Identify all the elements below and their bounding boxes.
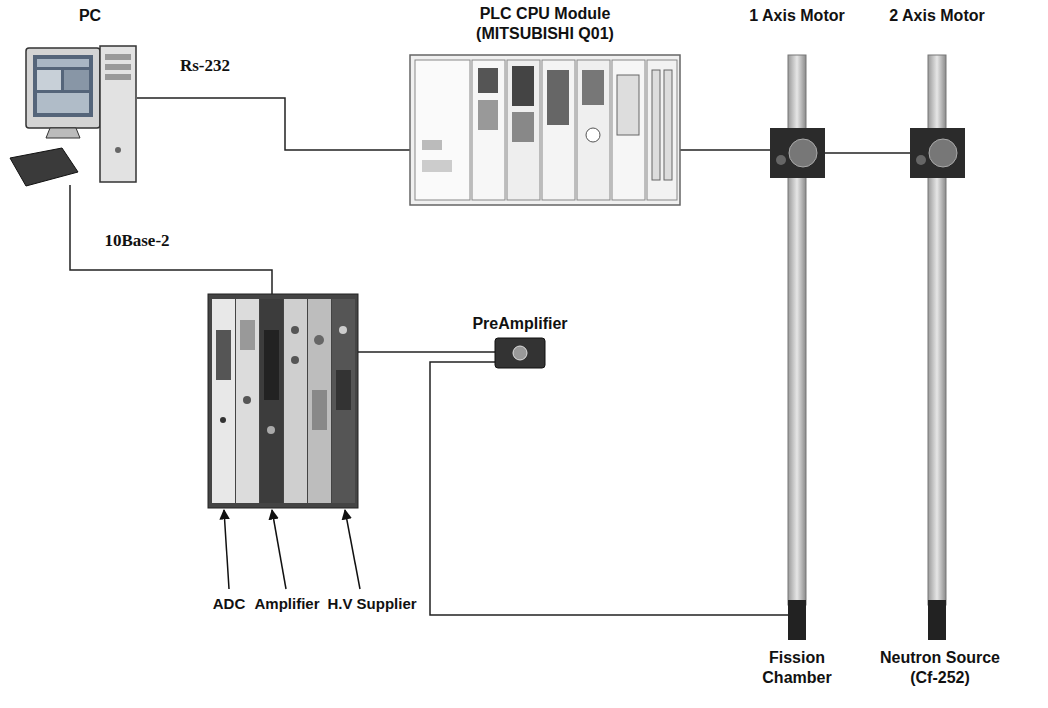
node-label: 2 Axis Motor: [889, 6, 984, 26]
node-label: Fission Chamber: [752, 648, 842, 688]
motor-illustration: [770, 128, 965, 178]
node-label: Amplifier: [255, 594, 320, 614]
rod-node: 1 Axis MotorFission Chamber: [788, 55, 806, 640]
computer-illustration: [10, 46, 136, 186]
node-label: ADC: [213, 594, 246, 614]
preamplifier-illustration: [495, 338, 545, 368]
node-label: H.V Supplier: [327, 594, 416, 614]
node-label: 1 Axis Motor: [749, 6, 844, 26]
computer-node: PC: [10, 40, 137, 185]
plc-node: PLC CPU Module (MITSUBISHI Q01): [410, 50, 680, 205]
preamplifier-node: PreAmplifier: [495, 338, 545, 368]
connector-line: [430, 362, 788, 615]
module-node: H.V Supplier: [333, 300, 354, 500]
node-label: PLC CPU Module (MITSUBISHI Q01): [455, 4, 635, 44]
plc-illustration: [410, 55, 680, 205]
connector-line: [70, 185, 272, 300]
module-node: ADC: [213, 300, 235, 500]
connector-line: [137, 98, 410, 150]
node-label: PreAmplifier: [472, 314, 567, 334]
module-node: Amplifier: [261, 300, 284, 500]
edge-label: 10Base-2: [102, 231, 171, 251]
node-label: Neutron Source (Cf-252): [875, 648, 1005, 688]
leader-arrow: [224, 510, 360, 589]
nim-crate-illustration: [208, 294, 358, 508]
rod-node: 2 Axis MotorNeutron Source (Cf-252): [928, 55, 946, 640]
edge-label: Rs-232: [178, 56, 232, 76]
node-label: PC: [79, 6, 101, 26]
connector-line: [354, 351, 495, 353]
